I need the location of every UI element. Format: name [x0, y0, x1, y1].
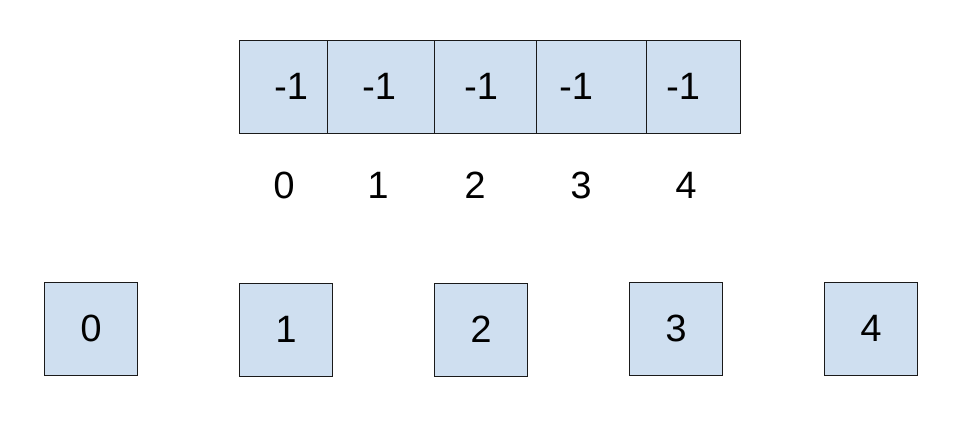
index-label-0: 0 [273, 165, 295, 207]
node-label: 4 [860, 308, 882, 350]
array-cell-3: -1 [537, 41, 647, 133]
parent-array: -1 -1 -1 -1 -1 [239, 40, 741, 134]
array-cell-1: -1 [328, 41, 435, 133]
array-cell-0: -1 [240, 41, 328, 133]
array-cell-value: -1 [666, 66, 700, 108]
node-label: 2 [470, 309, 492, 351]
node-label: 3 [665, 308, 687, 350]
node-label: 0 [80, 308, 102, 350]
array-cell-2: -1 [435, 41, 537, 133]
array-cell-4: -1 [647, 41, 740, 133]
node-box-2: 2 [434, 283, 528, 377]
node-label: 1 [275, 309, 297, 351]
array-cell-value: -1 [559, 66, 593, 108]
node-box-3: 3 [629, 282, 723, 376]
node-box-1: 1 [239, 283, 333, 377]
array-cell-value: -1 [362, 66, 396, 108]
node-box-4: 4 [824, 282, 918, 376]
index-label-4: 4 [675, 165, 697, 207]
index-label-3: 3 [570, 165, 592, 207]
node-box-0: 0 [44, 282, 138, 376]
array-cell-value: -1 [464, 66, 498, 108]
array-cell-value: -1 [274, 66, 308, 108]
index-label-1: 1 [367, 165, 389, 207]
index-label-2: 2 [464, 165, 486, 207]
